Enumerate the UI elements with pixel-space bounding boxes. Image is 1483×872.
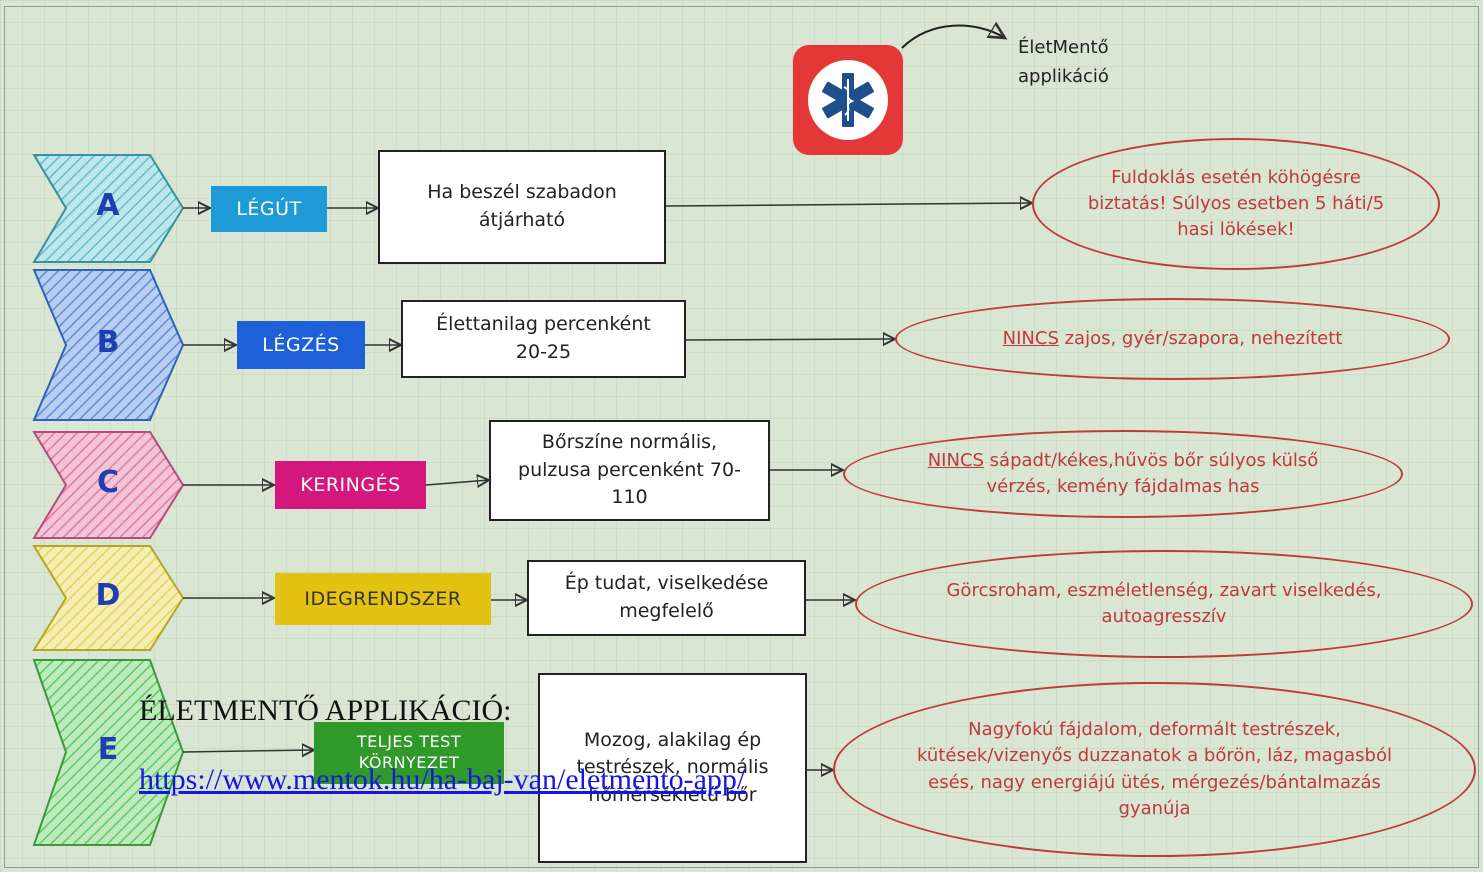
note-c-prefix: NINCS: [927, 449, 984, 471]
note-c: NINCS sápadt/kékes,hűvös bőr súlyos küls…: [843, 430, 1403, 518]
canvas-frame: [4, 6, 1479, 868]
app-label-line1: ÉletMentő: [1018, 37, 1109, 58]
note-b: NINCS zajos, gyér/szapora, nehezített: [895, 298, 1450, 380]
tag-legut: LÉGÚT: [211, 186, 327, 232]
note-d: Görcsroham, eszméletlenség, zavart visel…: [855, 550, 1473, 658]
tag-legzes: LÉGZÉS: [237, 321, 365, 369]
box-a: Ha beszél szabadon átjárható: [378, 150, 666, 264]
app-label-line2: applikáció: [1018, 65, 1109, 87]
letter-c: C: [96, 465, 120, 500]
tag-teljes-test: TELJES TEST KÖRNYEZET: [314, 722, 504, 784]
box-c: Bőrszíne normális, pulzusa percenként 70…: [489, 420, 770, 521]
note-c-text: sápadt/kékes,hűvös bőr súlyos külső vérz…: [983, 449, 1319, 497]
letter-a: A: [96, 188, 120, 223]
app-label: ÉletMentő applikáció: [1018, 34, 1109, 92]
note-b-prefix: NINCS: [1002, 327, 1059, 349]
letter-e: E: [97, 732, 119, 767]
overlay-title: ÉLETMENTŐ APPLIKÁCIÓ:: [139, 694, 512, 727]
tag-idegrendszer: IDEGRENDSZER: [275, 573, 491, 625]
box-d: Ép tudat, viselkedése megfelelő: [527, 560, 806, 636]
letter-b: B: [96, 325, 120, 360]
letter-d: D: [95, 578, 121, 613]
box-b: Élettanilag percenként 20-25: [401, 300, 686, 378]
note-b-text: zajos, gyér/szapora, nehezített: [1058, 327, 1343, 349]
note-e: Nagyfokú fájdalom, deformált testrészek,…: [833, 682, 1476, 857]
star-of-life-icon[interactable]: [793, 45, 903, 155]
tag-keringes: KERINGÉS: [275, 461, 426, 509]
box-e: Mozog, alakilag ép testrészek, normális …: [538, 673, 807, 863]
app-link[interactable]: https://www.mentok.hu/ha-baj-van/eletmen…: [139, 763, 746, 796]
note-a: Fuldoklás esetén köhögésre biztatás! Súl…: [1032, 138, 1440, 270]
